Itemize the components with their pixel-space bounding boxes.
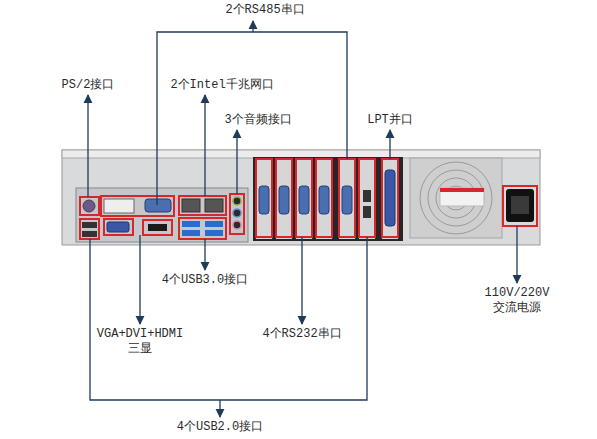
slot-area: [253, 157, 403, 241]
leader-line: [90, 237, 367, 400]
dvi-port: [104, 199, 134, 213]
rs232-port: [259, 186, 269, 214]
usb3-port: [182, 221, 200, 227]
highlight-box: [230, 194, 244, 234]
leader-arrow: [139, 235, 140, 324]
usb3-port: [182, 230, 200, 236]
callout-label: 4个RS232串口: [242, 327, 362, 342]
leader-arrow: [516, 226, 517, 283]
leader-arrow: [204, 95, 205, 196]
usb2-port: [82, 231, 97, 237]
slot-bracket: [296, 159, 312, 239]
rs232-port: [299, 186, 309, 214]
usb3-port: [205, 230, 223, 236]
callout-label: 4个USB2.0接口: [155, 420, 285, 435]
slot-bracket: [382, 159, 398, 239]
audio-jack: [233, 221, 241, 229]
slot-bracket: [276, 159, 292, 239]
vga-port: [107, 222, 129, 232]
callout-label: 4个USB3.0接口: [140, 273, 270, 288]
highlight-box: [80, 197, 99, 215]
callout-label: LPT并口: [345, 113, 435, 128]
leader-lines: [88, 21, 517, 417]
highlight-box: [296, 159, 312, 237]
highlight-box: [256, 159, 272, 237]
fan-ring: [428, 170, 484, 226]
lan-port: [182, 199, 200, 212]
audio-jack: [233, 197, 241, 205]
highlight-box: [503, 186, 537, 226]
leader-arrow: [87, 95, 88, 197]
serial-port: [145, 199, 171, 212]
slot-bracket: [316, 159, 332, 239]
leader-arrow: [236, 130, 237, 194]
callout-label: 110V/220V 交流电源: [477, 286, 557, 316]
slot-bracket: [256, 159, 272, 239]
usb2-port: [363, 190, 371, 202]
leader-arrow: [389, 130, 390, 159]
highlight-box: [104, 219, 133, 235]
callout-label: 2个Intel千兆网口: [147, 78, 297, 93]
slot-bracket: [339, 159, 355, 239]
highlight-box: [101, 196, 174, 216]
highlight-box: [179, 196, 226, 215]
leader-arrow: [204, 239, 205, 270]
audio-jack: [233, 209, 241, 217]
rs232-port: [319, 186, 329, 214]
chassis-lip: [62, 150, 540, 158]
highlight-box: [316, 159, 332, 237]
highlight-box: [179, 218, 226, 239]
leader-arrow: [219, 400, 220, 417]
fan-ring: [420, 162, 492, 234]
io-plate: [76, 188, 248, 242]
highlight-boxes: [80, 159, 537, 239]
callout-label: 3个音频接口: [198, 113, 318, 128]
power-socket-inner: [511, 196, 529, 214]
chassis: [62, 150, 540, 245]
hdmi-port: [148, 224, 167, 231]
usb3-port: [205, 221, 223, 227]
highlight-box: [80, 219, 99, 239]
usb2-port: [363, 206, 371, 218]
ps2-port: [83, 200, 95, 212]
rs485-port: [342, 186, 352, 214]
callout-label: PS/2接口: [38, 78, 138, 93]
fan-sticker: [440, 188, 484, 206]
callout-label: 2个RS485串口: [200, 3, 330, 18]
lan-port: [205, 199, 223, 212]
highlight-box: [143, 220, 172, 235]
leader-arrow: [252, 21, 253, 32]
lpt-port: [385, 170, 395, 226]
leader-line: [157, 32, 347, 205]
usb2-port: [82, 222, 97, 228]
slot-bracket: [359, 159, 375, 239]
leader-arrow: [301, 237, 302, 324]
highlight-box: [339, 159, 355, 237]
highlight-box: [276, 159, 292, 237]
power-socket: [506, 189, 534, 222]
highlight-box: [382, 159, 398, 237]
callout-label: VGA+DVI+HDMI 三显: [90, 327, 190, 357]
fan-grill: [410, 158, 502, 238]
rs232-port: [279, 186, 289, 214]
fan-sticker-stripe: [440, 188, 484, 192]
highlight-box: [359, 159, 375, 237]
